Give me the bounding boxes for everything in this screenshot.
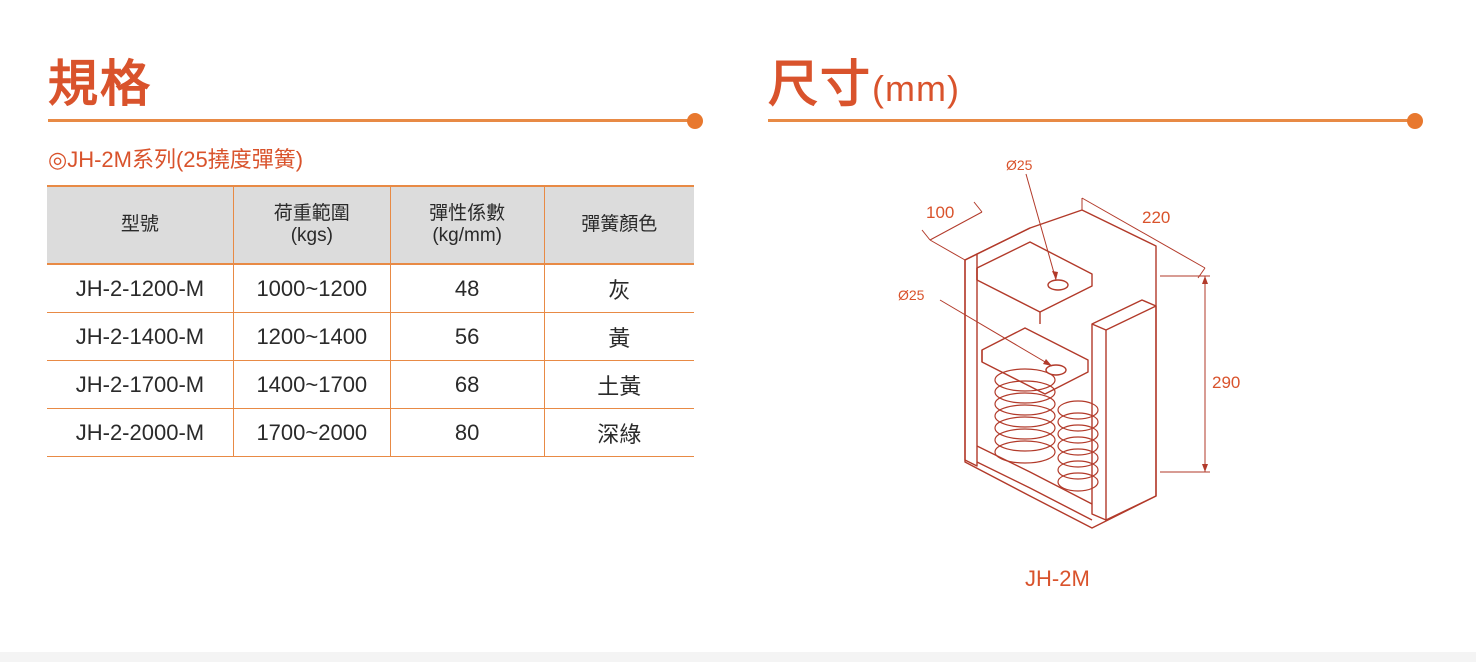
table-row: JH-2-1700-M 1400~1700 68 土黃 bbox=[47, 360, 694, 409]
header-load-range: 荷重範圍 (kgs) bbox=[232, 185, 391, 265]
cell-load: 1200~1400 bbox=[232, 312, 391, 361]
footer-band bbox=[0, 652, 1476, 662]
dimensions-rule-dot bbox=[1407, 113, 1423, 129]
cell-color: 灰 bbox=[543, 264, 694, 313]
series-subtitle: ◎JH-2M系列(25撓度彈簧) bbox=[48, 147, 304, 172]
table-row: JH-2-1400-M 1200~1400 56 黃 bbox=[47, 312, 694, 361]
cell-color: 深綠 bbox=[543, 408, 694, 457]
cell-color: 黃 bbox=[543, 312, 694, 361]
cell-model: JH-2-1200-M bbox=[47, 264, 234, 313]
table-row: JH-2-1200-M 1000~1200 48 灰 bbox=[47, 264, 694, 313]
depth-label: 100 bbox=[926, 203, 954, 222]
cell-color: 土黃 bbox=[543, 360, 694, 409]
header-spring-rate: 彈性係數 (kg/mm) bbox=[389, 185, 545, 265]
header-model: 型號 bbox=[47, 185, 234, 265]
width-label: 220 bbox=[1142, 208, 1170, 227]
cell-rate: 80 bbox=[389, 408, 545, 457]
cell-rate: 56 bbox=[389, 312, 545, 361]
spec-rule-dot bbox=[687, 113, 703, 129]
cell-load: 1000~1200 bbox=[232, 264, 391, 313]
header-spring-color: 彈簧顏色 bbox=[543, 185, 694, 265]
dimensions-title: 尺寸(mm) bbox=[768, 56, 960, 112]
height-label: 290 bbox=[1212, 373, 1240, 392]
table-row: JH-2-2000-M 1700~2000 80 深綠 bbox=[47, 408, 694, 457]
cell-model: JH-2-1700-M bbox=[47, 360, 234, 409]
dimensions-title-rule bbox=[768, 119, 1416, 122]
dimensions-unit: (mm) bbox=[872, 68, 960, 109]
hole-top-label: Ø25 bbox=[1006, 157, 1033, 173]
spec-table-header: 型號 荷重範圍 (kgs) 彈性係數 (kg/mm) 彈簧顏色 bbox=[47, 185, 694, 265]
spec-table: 型號 荷重範圍 (kgs) 彈性係數 (kg/mm) 彈簧顏色 JH-2-120… bbox=[47, 185, 694, 457]
spec-title-rule bbox=[48, 119, 696, 122]
cell-load: 1400~1700 bbox=[232, 360, 391, 409]
hole-side-label: Ø25 bbox=[898, 287, 925, 303]
cell-model: JH-2-1400-M bbox=[47, 312, 234, 361]
cell-rate: 68 bbox=[389, 360, 545, 409]
drawing-caption: JH-2M bbox=[1025, 566, 1090, 591]
cell-model: JH-2-2000-M bbox=[47, 408, 234, 457]
spec-title: 規格 bbox=[48, 56, 152, 112]
spring-mount-drawing: Ø25 Ø25 100 220 290 bbox=[898, 157, 1240, 529]
cell-rate: 48 bbox=[389, 264, 545, 313]
cell-load: 1700~2000 bbox=[232, 408, 391, 457]
